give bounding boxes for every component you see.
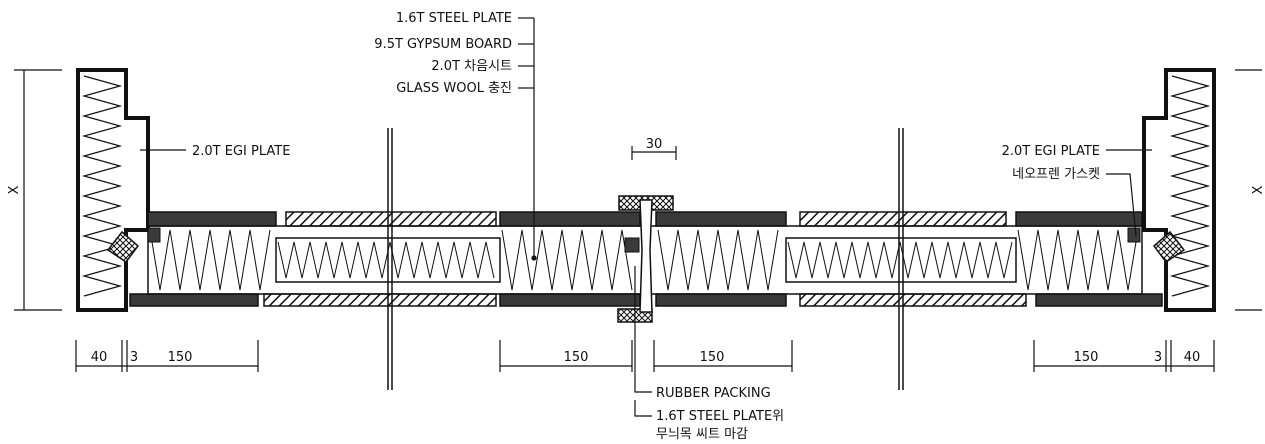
dim-left-gap: 3 xyxy=(130,350,138,365)
height-dimension-left xyxy=(14,69,62,311)
callout-rubber-packing: RUBBER PACKING xyxy=(656,386,771,401)
right-gasket xyxy=(1127,227,1186,264)
dim-center-left: 150 xyxy=(564,350,589,365)
callout-glass-wool: GLASS WOOL 충진 xyxy=(396,81,512,96)
wall-panels xyxy=(129,128,1163,390)
center-joint xyxy=(617,195,674,323)
right-insulation-zigzag xyxy=(1169,75,1211,297)
dim-right-edge: 40 xyxy=(1184,350,1201,365)
left-egi-plate xyxy=(76,68,150,312)
callout-leaders xyxy=(140,17,1152,417)
callout-gypsum-board: 9.5T GYPSUM BOARD xyxy=(374,37,512,52)
dim-joint-width: 30 xyxy=(646,137,663,152)
dim-right-panel: 150 xyxy=(1074,350,1099,365)
left-insulation-zigzag xyxy=(81,75,123,297)
left-gasket xyxy=(106,227,161,264)
dim-left-panel: 150 xyxy=(168,350,193,365)
callout-finish-line1: 1.6T STEEL PLATE위 xyxy=(656,409,784,424)
callout-finish-line2: 무늬목 씨트 마감 xyxy=(656,427,748,442)
dim-height-right: X xyxy=(1251,185,1265,194)
callout-egi-plate-left: 2.0T EGI PLATE xyxy=(192,144,290,159)
callout-neoprene-gasket: 네오프렌 가스켓 xyxy=(1012,167,1100,182)
bottom-dimension-lines xyxy=(75,340,1215,372)
dim-left-edge: 40 xyxy=(91,350,108,365)
right-frame xyxy=(1142,68,1216,312)
right-egi-plate xyxy=(1142,68,1216,312)
callout-steel-plate: 1.6T STEEL PLATE xyxy=(396,11,512,26)
dim-center-right: 150 xyxy=(700,350,725,365)
left-frame xyxy=(76,68,150,312)
height-dimension-right xyxy=(1235,69,1262,311)
dim-right-gap: 3 xyxy=(1154,350,1162,365)
callout-sound-sheet: 2.0T 차음시트 xyxy=(431,59,512,74)
dim-height-left: X xyxy=(7,185,22,194)
callout-egi-plate-right: 2.0T EGI PLATE xyxy=(1002,144,1100,159)
